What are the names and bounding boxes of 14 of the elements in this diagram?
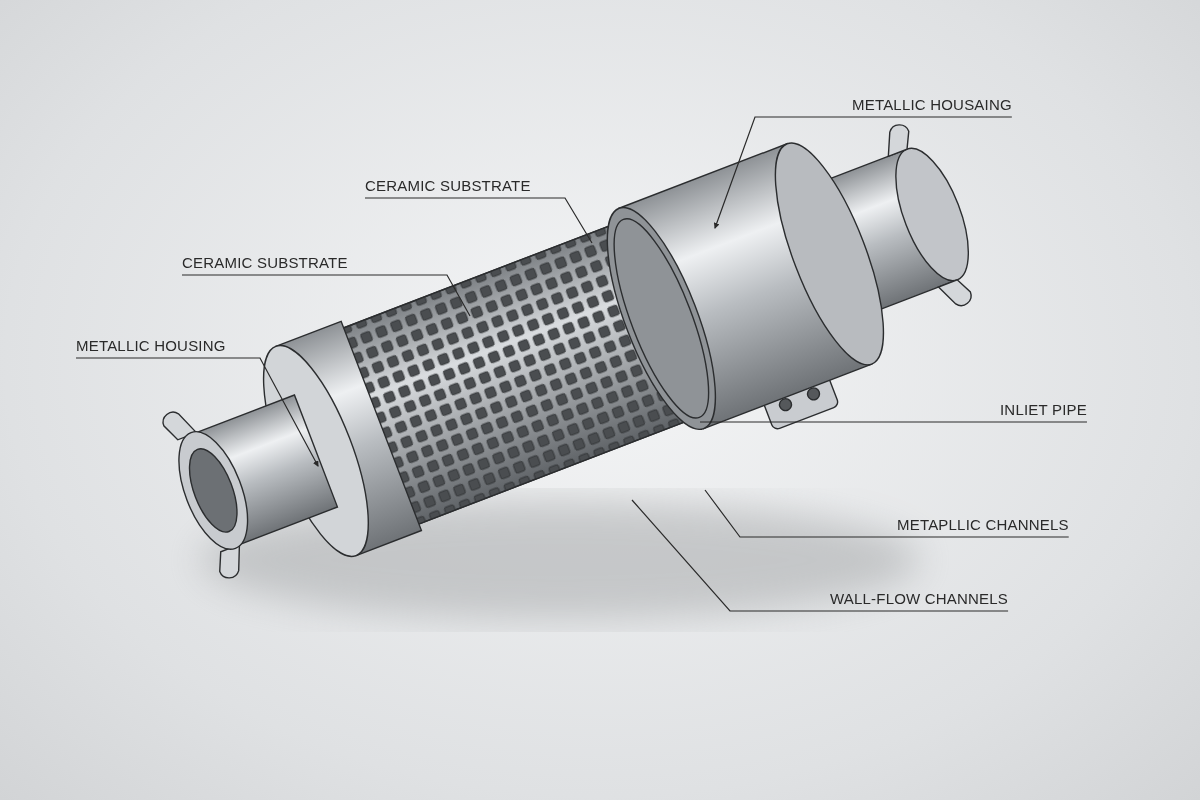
leader-line xyxy=(75,357,319,467)
leader-line xyxy=(713,116,1013,229)
leader-line xyxy=(364,197,593,244)
leader-line xyxy=(699,421,1088,423)
leader-line xyxy=(704,489,1070,538)
part-label: CERAMIC SUBSTRATE xyxy=(365,177,531,195)
part-label: INLIET PIPE xyxy=(1000,401,1087,419)
leader-line xyxy=(181,274,471,317)
part-label: METALLIC HOUSAING xyxy=(852,96,1012,114)
part-label: WALL-FLOW CHANNELS xyxy=(830,590,1009,608)
part-label: CERAMIC SUBSTRATE xyxy=(182,254,348,272)
part-label: METALLIC HOUSING xyxy=(76,337,226,355)
leader-line xyxy=(631,499,1009,612)
part-label: METAPLLIC CHANNELS xyxy=(897,516,1069,534)
